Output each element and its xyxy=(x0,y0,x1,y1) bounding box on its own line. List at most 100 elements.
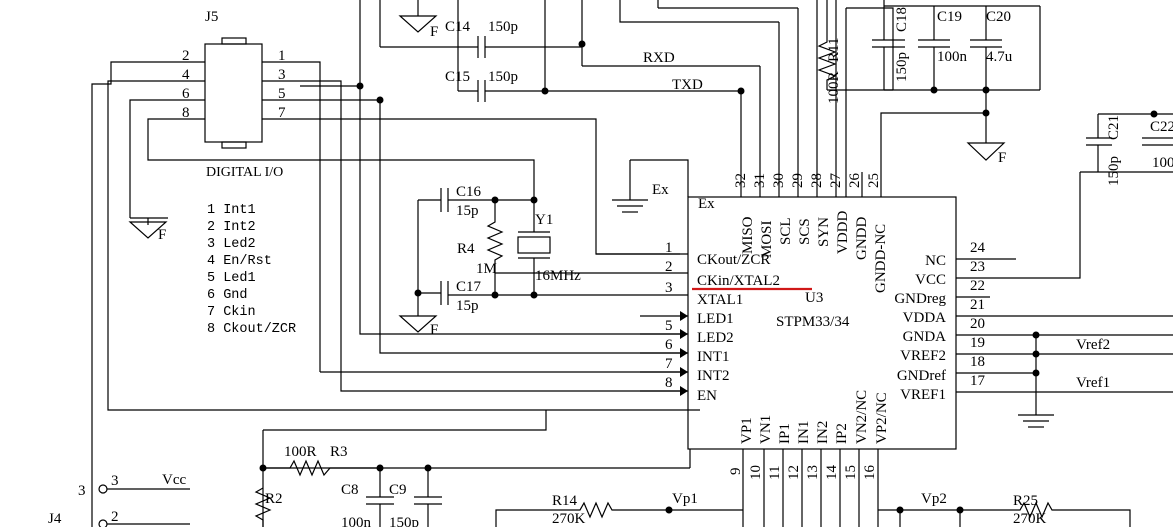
resistor-r2: R2 xyxy=(254,487,283,527)
c20-value: 4.7u xyxy=(986,49,1013,65)
j5-pin-left-1: 2 xyxy=(182,48,190,64)
pin-28-num: 28 xyxy=(809,173,825,188)
r4-ref: R4 xyxy=(457,241,475,257)
c8-ref: C8 xyxy=(341,482,359,498)
legend-line-8: 8 Ckout/ZCR xyxy=(207,322,296,337)
pin-8-num: 8 xyxy=(665,375,673,391)
j4-pin3-outer: 3 xyxy=(78,483,86,499)
net-vp2: Vp2 xyxy=(921,491,947,507)
pin-name-en: EN xyxy=(697,388,717,404)
pin-16-num: 16 xyxy=(862,465,878,481)
pin-25-num: 25 xyxy=(866,173,882,188)
chip-right-pins: 24 23 22 21 20 19 18 17 NC VCC GNDreg VD… xyxy=(894,172,1173,428)
c22-value: 100 xyxy=(1152,155,1173,171)
pin-name-vn1: VN1 xyxy=(758,415,774,444)
pin-29-num: 29 xyxy=(790,173,806,188)
c16-ref: C16 xyxy=(456,184,482,200)
crystal-y1: Y1 16MHz xyxy=(517,196,581,295)
capacitor-c21: C21 150p xyxy=(1086,114,1122,186)
pin-31-num: 31 xyxy=(752,173,768,188)
connector-j4: 3 3 2 J4 Vcc xyxy=(48,472,190,527)
j5-pin-right-4: 7 xyxy=(278,105,286,121)
y1-value: 16MHz xyxy=(535,268,581,284)
j5-pin-left-3: 6 xyxy=(182,86,190,102)
chip-top-pin-wires xyxy=(737,0,987,197)
pin-15-num: 15 xyxy=(843,465,859,480)
capacitor-c20: C20 4.7u xyxy=(970,6,1013,90)
resistor-r14: R14 270K Vp1 xyxy=(495,491,743,527)
pin-name-vref2: VREF2 xyxy=(900,348,946,364)
ground-symbol-right: F xyxy=(966,142,1006,166)
pin-21-num: 21 xyxy=(970,297,985,313)
chip-u3: U3 STPM33/34 Ex xyxy=(687,196,957,450)
pin-23-num: 23 xyxy=(970,259,985,275)
pin-name-ckin-xtal2: CKin/XTAL2 xyxy=(697,273,780,289)
j5-pin-right-3: 5 xyxy=(278,86,286,102)
pin-name-nc: NC xyxy=(925,253,946,269)
c16-value: 15p xyxy=(456,203,479,219)
ground-symbol-j5: F xyxy=(128,221,168,243)
ground-symbol-ex xyxy=(612,190,648,213)
pin-13-num: 13 xyxy=(805,465,821,480)
j5-ref: J5 xyxy=(205,9,218,25)
chip-ex-pin: Ex xyxy=(698,196,715,212)
r4-value: 1M xyxy=(476,261,497,277)
pin-name-vcc: VCC xyxy=(915,272,946,288)
c17-value: 15p xyxy=(456,298,479,314)
chip-left-pins: 1 2 3 5 6 7 8 CKout/ZCR CKin/XTAL2 XTAL1… xyxy=(495,240,780,404)
y1-ref: Y1 xyxy=(535,212,553,228)
pin-name-ip1: IP1 xyxy=(777,423,793,444)
c21-value: 150p xyxy=(1106,156,1122,186)
net-vp1: Vp1 xyxy=(672,491,698,507)
pin-name-scl: SCL xyxy=(778,217,794,245)
pin-12-num: 12 xyxy=(786,465,802,480)
c20-ref: C20 xyxy=(986,9,1011,25)
ground-label: F xyxy=(430,24,438,40)
pin-11-num: 11 xyxy=(767,466,783,480)
pin-name-vp2-nc: VP2/NC xyxy=(874,392,890,444)
c14-value: 150p xyxy=(488,19,518,35)
c9-value: 150p xyxy=(389,515,419,527)
c9-ref: C9 xyxy=(389,482,407,498)
pin-name-mosi: MOSI xyxy=(759,220,775,258)
capacitor-c14: C14 150p xyxy=(379,0,586,58)
r3-ref: R3 xyxy=(330,444,348,460)
ground-symbol-crystal: F xyxy=(398,315,438,338)
j5-pin-left-4: 8 xyxy=(182,105,190,121)
capacitor-c17: C17 15p xyxy=(418,279,495,314)
pin-1-num: 1 xyxy=(665,240,673,256)
pin-name-syn: SYN xyxy=(816,217,832,247)
c21-ref: C21 xyxy=(1106,115,1122,140)
legend-line-5: 5 Led1 xyxy=(207,271,256,286)
chip-part: STPM33/34 xyxy=(776,314,850,330)
pin-32-num: 32 xyxy=(733,173,749,188)
pin-10-num: 10 xyxy=(748,465,764,480)
j4-ref: J4 xyxy=(48,511,62,527)
r2-ref: R2 xyxy=(265,491,283,507)
capacitor-c9: C9 150p xyxy=(389,468,442,527)
net-vref1: Vref1 xyxy=(1076,375,1110,391)
pin-name-int2: INT2 xyxy=(697,368,730,384)
pin-7-num: 7 xyxy=(665,356,673,372)
vcc-filter xyxy=(259,410,691,527)
legend-line-4: 4 En/Rst xyxy=(207,254,272,269)
pin-26-num: 26 xyxy=(847,173,863,189)
r25-value: 270K xyxy=(1013,511,1047,527)
c15-ref: C15 xyxy=(445,69,470,85)
pin-name-vp1: VP1 xyxy=(739,417,755,444)
pin-24-num: 24 xyxy=(970,240,986,256)
net-vref2: Vref2 xyxy=(1076,337,1110,353)
c18-ref: C18 xyxy=(894,7,910,32)
pin-name-ckout-zcr: CKout/ZCR xyxy=(697,252,770,268)
ground-symbol-top: F xyxy=(398,0,438,40)
r11-ref: R11 xyxy=(826,38,842,62)
pin-name-xtal1: XTAL1 xyxy=(697,292,743,308)
j4-pin3-inner: 3 xyxy=(111,473,119,489)
pin-20-num: 20 xyxy=(970,316,985,332)
pin-name-led2: LED2 xyxy=(697,330,734,346)
j5-pin-right-1: 1 xyxy=(278,48,286,64)
pin-name-led1: LED1 xyxy=(697,311,734,327)
r3-value: 100R xyxy=(284,444,317,460)
pin-2-num: 2 xyxy=(665,259,673,275)
pin-27-num: 27 xyxy=(828,173,844,189)
